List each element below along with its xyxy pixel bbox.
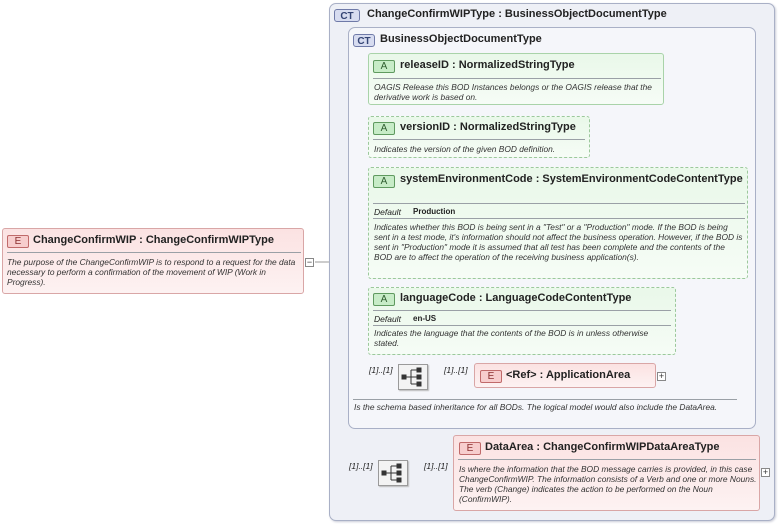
- cardinality-label: [1]..[1]: [424, 461, 448, 471]
- attribute-title-text: systemEnvironmentCode : SystemEnvironmen…: [400, 173, 743, 185]
- default-label: Default: [374, 207, 401, 217]
- element-badge: E: [459, 442, 481, 455]
- attribute-version-id[interactable]: A versionID : NormalizedStringType Indic…: [368, 116, 590, 158]
- cardinality-label: [1]..[1]: [349, 461, 373, 471]
- default-label: Default: [374, 314, 401, 324]
- inner-type-description: Is the schema based inheritance for all …: [354, 402, 718, 412]
- divider: [373, 203, 745, 204]
- element-title: DataArea : ChangeConfirmWIPDataAreaType: [485, 441, 720, 453]
- attribute-language-code[interactable]: A languageCode : LanguageCodeContentType…: [368, 287, 676, 355]
- divider: [373, 78, 661, 79]
- attribute-description: OAGIS Release this BOD Instances belongs…: [374, 82, 652, 102]
- sequence-icon: [381, 463, 402, 483]
- element-data-area[interactable]: E DataArea : ChangeConfirmWIPDataAreaTyp…: [453, 435, 760, 511]
- attribute-badge: A: [373, 122, 395, 135]
- expand-icon[interactable]: +: [761, 467, 770, 477]
- element-description: Is where the information that the BOD me…: [459, 464, 757, 504]
- cardinality-label: [1]..[1]: [444, 365, 468, 375]
- collapse-icon[interactable]: −: [305, 257, 314, 267]
- root-element-box[interactable]: E ChangeConfirmWIP : ChangeConfirmWIPTyp…: [2, 228, 304, 294]
- divider: [353, 399, 737, 400]
- attribute-title: languageCode : LanguageCodeContentType: [400, 292, 632, 304]
- element-badge: E: [480, 370, 502, 383]
- sequence-compositor-icon[interactable]: [398, 364, 428, 390]
- attribute-title: systemEnvironmentCode : SystemEnvironmen…: [400, 173, 745, 185]
- attribute-description: Indicates the language that the contents…: [374, 328, 649, 348]
- attribute-release-id[interactable]: A releaseID : NormalizedStringType OAGIS…: [368, 53, 664, 105]
- cardinality-label: [1]..[1]: [369, 365, 393, 375]
- root-element-description: The purpose of the ChangeConfirmWIP is t…: [7, 257, 296, 287]
- complex-type-badge: CT: [334, 9, 360, 22]
- sequence-compositor-icon[interactable]: [378, 460, 408, 486]
- divider: [373, 139, 585, 140]
- complex-type-badge: CT: [353, 34, 375, 47]
- element-application-area[interactable]: E <Ref> : ApplicationArea: [474, 363, 656, 388]
- attribute-title: releaseID : NormalizedStringType: [400, 59, 575, 71]
- root-element-title: ChangeConfirmWIP : ChangeConfirmWIPType: [33, 234, 274, 246]
- attribute-title: versionID : NormalizedStringType: [400, 121, 576, 133]
- outer-type-title: ChangeConfirmWIPType : BusinessObjectDoc…: [367, 8, 667, 20]
- attribute-description: Indicates the version of the given BOD d…: [374, 144, 556, 154]
- attribute-badge: A: [373, 293, 395, 306]
- sequence-icon: [401, 367, 422, 387]
- attribute-description: Indicates whether this BOD is being sent…: [374, 222, 743, 262]
- default-value: en-US: [413, 314, 437, 323]
- divider: [373, 218, 745, 219]
- attribute-system-environment-code[interactable]: A systemEnvironmentCode : SystemEnvironm…: [368, 167, 748, 279]
- divider: [7, 252, 301, 253]
- inner-type-title: BusinessObjectDocumentType: [380, 33, 542, 45]
- attribute-badge: A: [373, 60, 395, 73]
- attribute-badge: A: [373, 175, 395, 188]
- expand-icon[interactable]: +: [657, 371, 666, 381]
- element-badge: E: [7, 235, 29, 248]
- divider: [373, 310, 671, 311]
- element-title: <Ref> : ApplicationArea: [506, 369, 631, 381]
- divider: [373, 325, 671, 326]
- default-value: Production: [413, 207, 456, 216]
- divider: [458, 459, 756, 460]
